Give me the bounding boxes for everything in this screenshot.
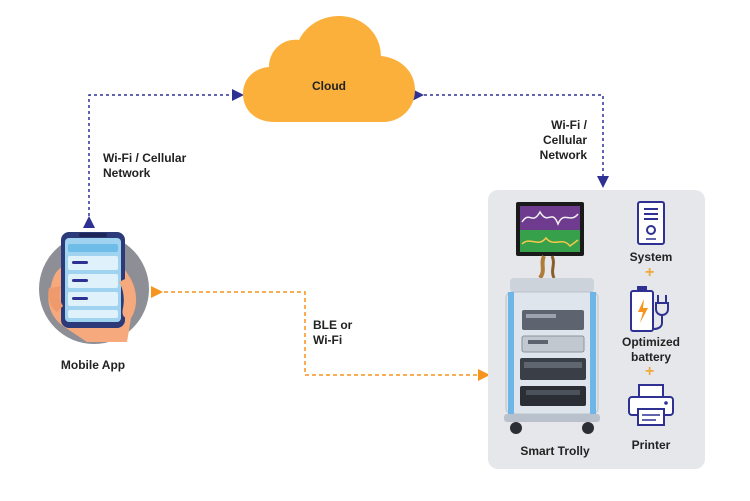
mobile-app-label: Mobile App [60, 358, 126, 372]
printer-icon [628, 384, 674, 426]
link-cloud-trolly [412, 89, 609, 188]
cloud-label: Cloud [312, 79, 346, 93]
component-label-system: System [629, 250, 673, 264]
smart-trolly-label: Smart Trolly [520, 444, 590, 458]
system-tower-icon [637, 201, 665, 245]
smart-trolly-illustration [504, 202, 600, 434]
component-label-printer: Printer [631, 438, 671, 452]
label-app-trolly: BLE or Wi-Fi [313, 318, 353, 347]
label-app-cloud: Wi-Fi / Cellular Network [103, 151, 187, 180]
link-app-trolly [151, 286, 490, 381]
label-cloud-trolly: Wi-Fi / Cellular Network [539, 118, 587, 162]
link-app-cloud [83, 89, 244, 228]
plus-icon-1: + [645, 264, 655, 281]
cloud-icon [243, 16, 415, 122]
mobile-app-illustration [39, 232, 149, 344]
component-label-battery: Optimized battery [621, 335, 680, 364]
plus-icon-2: + [645, 363, 655, 380]
battery-plug-icon [630, 286, 669, 332]
